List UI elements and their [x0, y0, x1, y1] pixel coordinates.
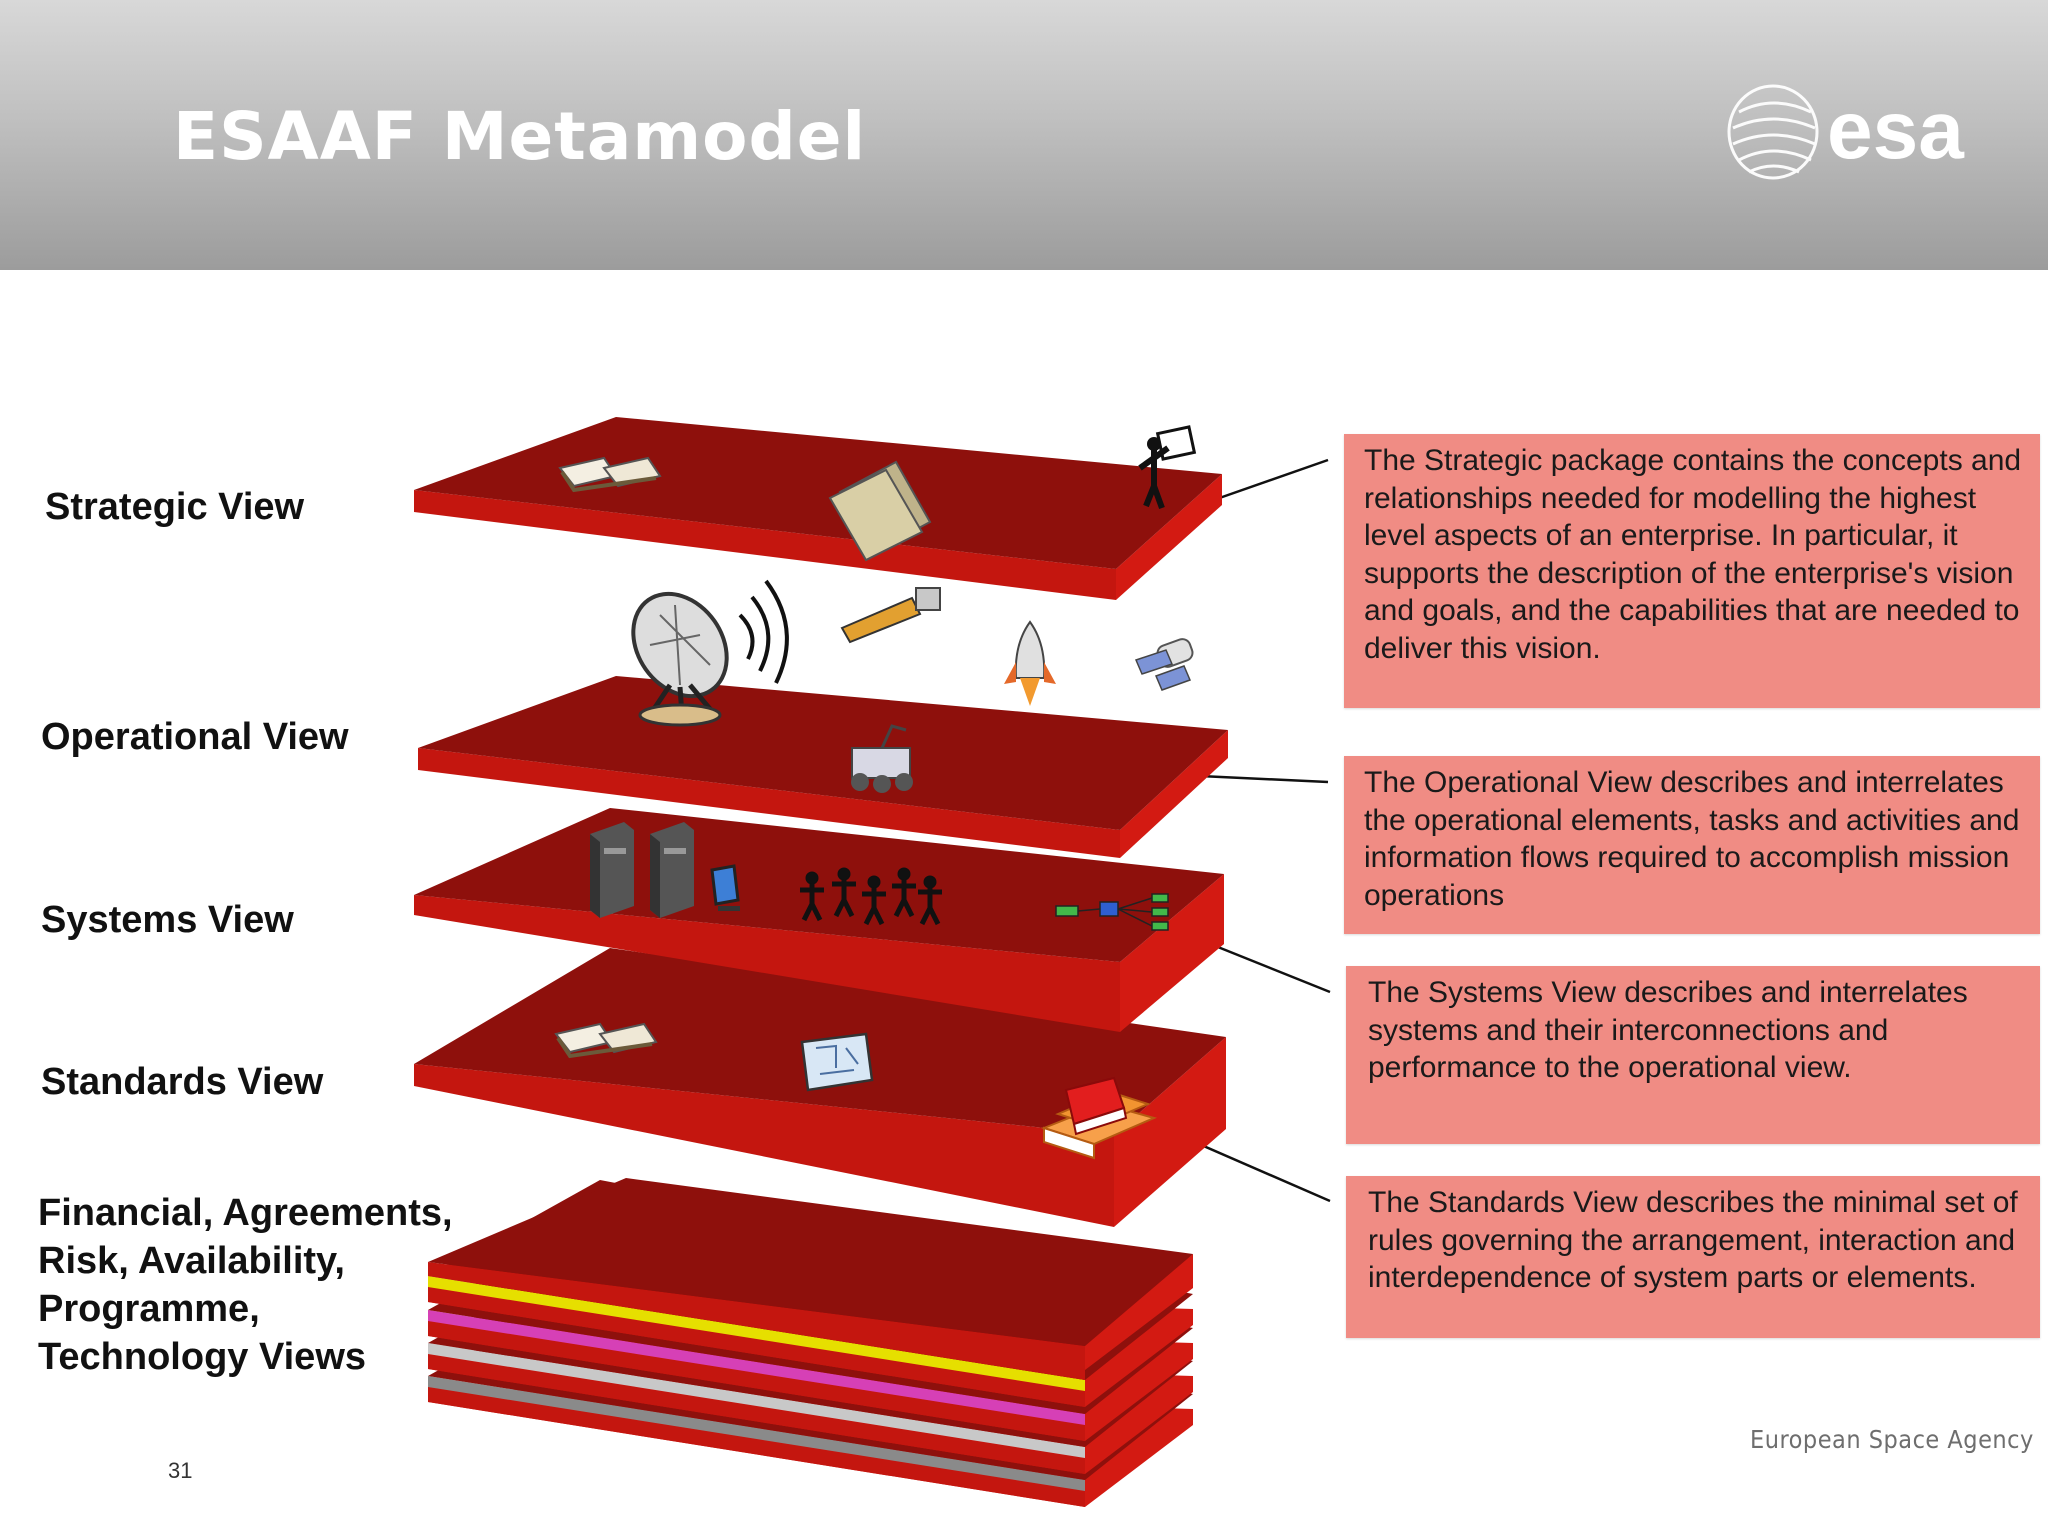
footer-agency-name: European Space Agency [1750, 1425, 2034, 1454]
blueprint-icon [800, 1032, 874, 1092]
strategic-view-label: Strategic View [45, 486, 305, 528]
person-with-sign-icon [1138, 425, 1197, 510]
strategic-description: The Strategic package contains the conce… [1344, 434, 2040, 708]
server-icon [650, 822, 694, 918]
other-views-line: Risk, Availability, [38, 1240, 345, 1282]
satellite-icon [840, 587, 941, 644]
other-views-line: Technology Views [38, 1336, 367, 1378]
satellite-dish-icon [631, 579, 789, 727]
page-number: 31 [168, 1458, 193, 1483]
standards-description: The Standards View describes the minimal… [1346, 1176, 2040, 1338]
esa-logo: esa [1727, 84, 1965, 180]
strategic-layer [414, 417, 1222, 600]
slide-header [0, 0, 2048, 270]
connector-lines [1175, 458, 1331, 1203]
connector-operational [1199, 774, 1329, 784]
other-views-label: Financial, Agreements, Risk, Availabilit… [38, 1189, 508, 1381]
server-icon [590, 822, 634, 918]
connector-strategic [1207, 458, 1329, 504]
operational-description: The Operational View describes and inter… [1344, 756, 2040, 934]
svg-text:esa: esa [1827, 85, 1965, 176]
space-station-icon [1134, 638, 1194, 691]
standards-view-label: Standards View [41, 1061, 324, 1103]
operational-view-label: Operational View [41, 716, 349, 758]
systems-view-label: Systems View [41, 899, 294, 941]
other-views-line: Financial, Agreements, [38, 1192, 453, 1234]
operational-layer [418, 676, 1228, 858]
slide-title: ESAAF Metamodel [173, 98, 867, 175]
monitor-icon [710, 864, 740, 911]
people-group-icon [800, 867, 942, 926]
open-book-icon [554, 1022, 658, 1059]
sub-layer-top [428, 1178, 1193, 1380]
rover-icon [851, 724, 913, 793]
open-book-icon [558, 456, 662, 493]
other-views-line: Programme, [38, 1288, 260, 1330]
book-stack-icon [1041, 1076, 1157, 1160]
network-icon [1055, 893, 1169, 931]
rocket-icon [1004, 620, 1056, 706]
systems-description: The Systems View describes and interrela… [1346, 966, 2040, 1144]
folder-icon [828, 460, 932, 562]
